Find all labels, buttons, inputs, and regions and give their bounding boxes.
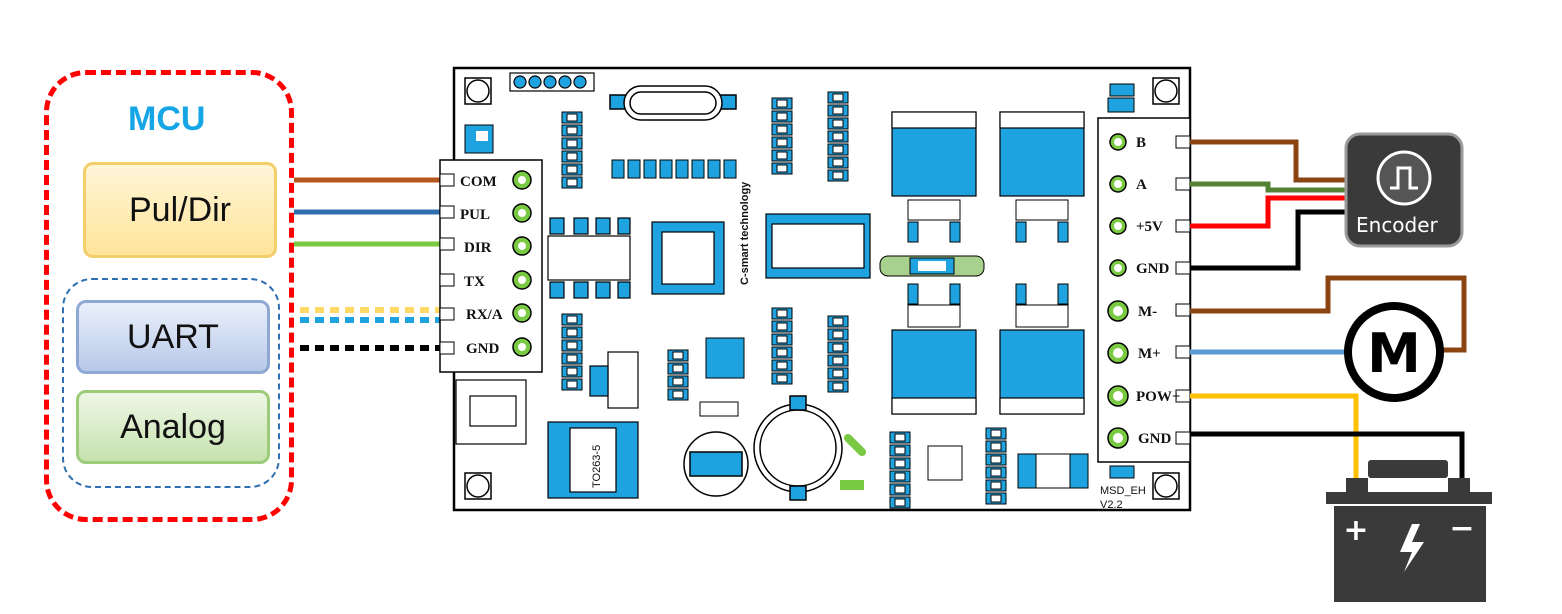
encoder-b-wire — [1190, 139, 1350, 183]
pin-dir-label: DIR — [464, 240, 492, 256]
pin-m-minus-label: M- — [1138, 304, 1157, 320]
motor-symbol: M — [1344, 302, 1444, 402]
pin-rx-label: RX/A — [466, 307, 503, 323]
mcu-title: MCU — [128, 100, 206, 138]
smd-capacitor — [723, 159, 737, 179]
mcu-wires — [294, 177, 440, 351]
power-plus-wire — [1190, 393, 1359, 480]
uart-analog-group-frame — [62, 278, 280, 488]
encoder-signal-icon — [1390, 166, 1418, 190]
pin-m-plus-label: M+ — [1138, 346, 1161, 362]
encoder-gnd-wire — [1190, 209, 1350, 271]
board-version-label: V2.2 — [1100, 499, 1123, 511]
battery-minus: − — [1449, 511, 1474, 546]
pul-dir-box: Pul/Dir — [83, 162, 277, 258]
svg-text:C-smart technology: C-smart technology — [739, 181, 751, 285]
pin-tx-label: TX — [464, 274, 485, 290]
mcu-group-frame — [44, 70, 294, 522]
smd-capacitor — [691, 159, 705, 179]
uart-box: UART — [76, 300, 270, 374]
pin-pul-label: PUL — [460, 207, 490, 223]
pin-gnd-enc-label: GND — [1136, 261, 1170, 277]
driver-board: COM PUL DIR TX RX/A GND C-smart technolo… — [439, 66, 1192, 512]
encoder-5v-wire — [1190, 195, 1350, 229]
left-connector — [439, 159, 543, 373]
battery-icon: + − — [1326, 460, 1492, 602]
pin-5v-label: +5V — [1136, 219, 1163, 235]
smd-capacitor — [627, 159, 641, 179]
power-gnd-wire — [1190, 431, 1465, 480]
smd-capacitor — [675, 159, 689, 179]
encoder-module: Encoder — [1344, 132, 1464, 248]
pin-pow-label: POW+ — [1136, 389, 1180, 405]
analog-box: Analog — [76, 390, 270, 464]
pin-b-label: B — [1136, 135, 1146, 151]
board-model-label: MSD_EH — [1100, 485, 1146, 497]
smd-capacitor — [707, 159, 721, 179]
motor-minus-wire — [1190, 275, 1467, 353]
smd-capacitor — [659, 159, 673, 179]
lightning-icon — [1400, 524, 1424, 572]
to263-label: TO263-5 — [591, 445, 603, 488]
smd-capacitor — [643, 159, 657, 179]
pin-com-label: COM — [460, 174, 497, 190]
encoder-label: Encoder — [1356, 213, 1439, 237]
right-connector — [1097, 117, 1191, 463]
smd-capacitor — [611, 159, 625, 179]
output-wires — [1190, 139, 1467, 480]
motor-letter: M — [1367, 322, 1421, 385]
pin-a-label: A — [1136, 177, 1147, 193]
battery-plus: + — [1343, 513, 1368, 548]
encoder-a-wire — [1190, 181, 1350, 193]
pin-gnd-label: GND — [466, 341, 500, 357]
pin-gnd-pow-label: GND — [1138, 431, 1172, 447]
